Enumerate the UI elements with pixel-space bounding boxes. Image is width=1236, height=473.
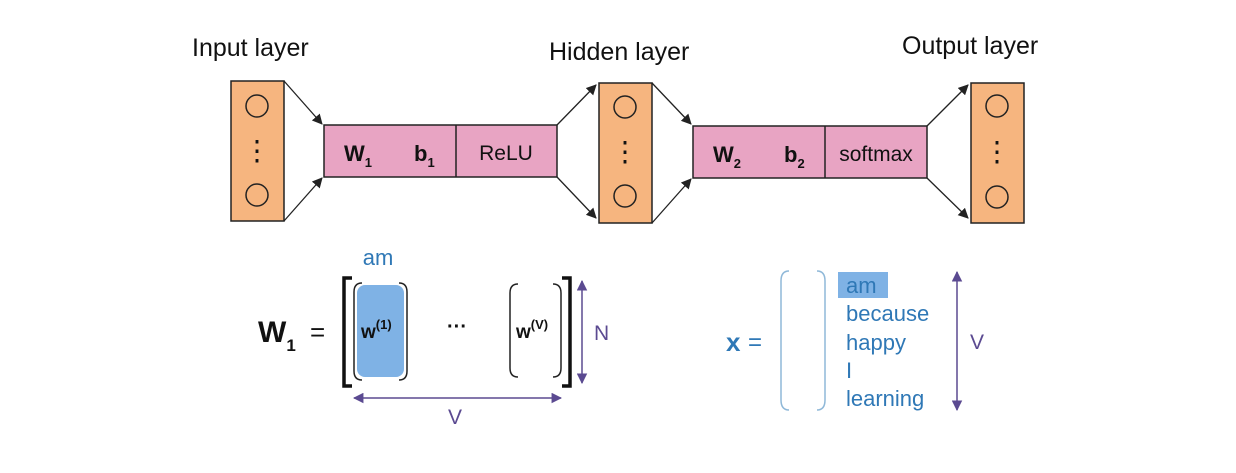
output-layer-ellipsis: ⋮ <box>983 136 1011 167</box>
vocab-word: because <box>846 301 929 326</box>
w1-right-bracket <box>562 276 572 388</box>
output-neuron-bottom <box>985 185 1009 209</box>
block2: W2 b2 softmax <box>692 125 928 179</box>
vocab-size-label: V <box>970 331 984 354</box>
arrow-input-to-block1-bottom <box>283 177 323 222</box>
w1-equals: = <box>310 317 325 347</box>
input-neuron-bottom <box>245 183 269 207</box>
input-layer-ellipsis: ⋮ <box>243 135 271 166</box>
vocab-word: am <box>846 273 877 298</box>
arrow-input-to-block1-top <box>283 80 323 125</box>
hidden-neuron-bottom <box>613 184 637 208</box>
arrow-block2-to-output-bottom <box>926 177 969 219</box>
output-layer: ⋮ <box>970 82 1025 224</box>
rows-dimension-label: N <box>594 322 609 345</box>
block1-weight: W1 <box>344 141 372 170</box>
output-neuron-top <box>985 94 1009 118</box>
input-layer: ⋮ <box>230 80 285 222</box>
cols-dimension-label: V <box>448 406 462 429</box>
output-layer-title: Output layer <box>902 32 1038 60</box>
input-neuron-top <box>245 94 269 118</box>
input-layer-title: Input layer <box>192 34 309 62</box>
w1-matrix-name: W1 <box>258 316 296 355</box>
x-vector: x = am because happy I learning V <box>726 270 984 412</box>
vocab-word: I <box>846 358 852 383</box>
block1-bias: b1 <box>414 141 435 170</box>
block2-bias: b2 <box>784 142 805 171</box>
hidden-layer: ⋮ <box>598 82 653 224</box>
first-column-highlight <box>357 285 404 377</box>
hidden-neuron-top <box>613 95 637 119</box>
arrow-hidden-to-block2-bottom <box>651 178 692 224</box>
block2-weight: W2 <box>713 142 741 171</box>
block1-activation: ReLU <box>479 142 533 165</box>
w1-left-bracket <box>342 276 352 388</box>
block1: W1 b1 ReLU <box>323 124 558 178</box>
x-vector-name: x <box>726 327 741 357</box>
vocab-word: happy <box>846 330 906 355</box>
hidden-layer-ellipsis: ⋮ <box>611 136 639 167</box>
vocab-highlight <box>838 272 888 298</box>
arrow-block2-to-output-top <box>926 84 969 127</box>
column-ellipsis: ··· <box>447 316 467 338</box>
last-column-vector: w(V) <box>515 317 548 343</box>
x-equals: = <box>748 329 762 356</box>
block2-activation: softmax <box>839 143 913 166</box>
vocab-word: learning <box>846 386 924 411</box>
hidden-layer-title: Hidden layer <box>549 38 689 66</box>
arrow-hidden-to-block2-top <box>651 82 692 125</box>
w1-matrix: W1 = am w(1) ··· w(V) N V <box>258 245 609 429</box>
first-column-vector: w(1) <box>360 317 392 343</box>
x-left-bracket <box>780 270 790 411</box>
column-word-label: am <box>363 245 394 270</box>
arrow-block1-to-hidden-top <box>556 84 597 126</box>
x-right-bracket <box>816 270 826 411</box>
arrow-block1-to-hidden-bottom <box>556 176 597 219</box>
